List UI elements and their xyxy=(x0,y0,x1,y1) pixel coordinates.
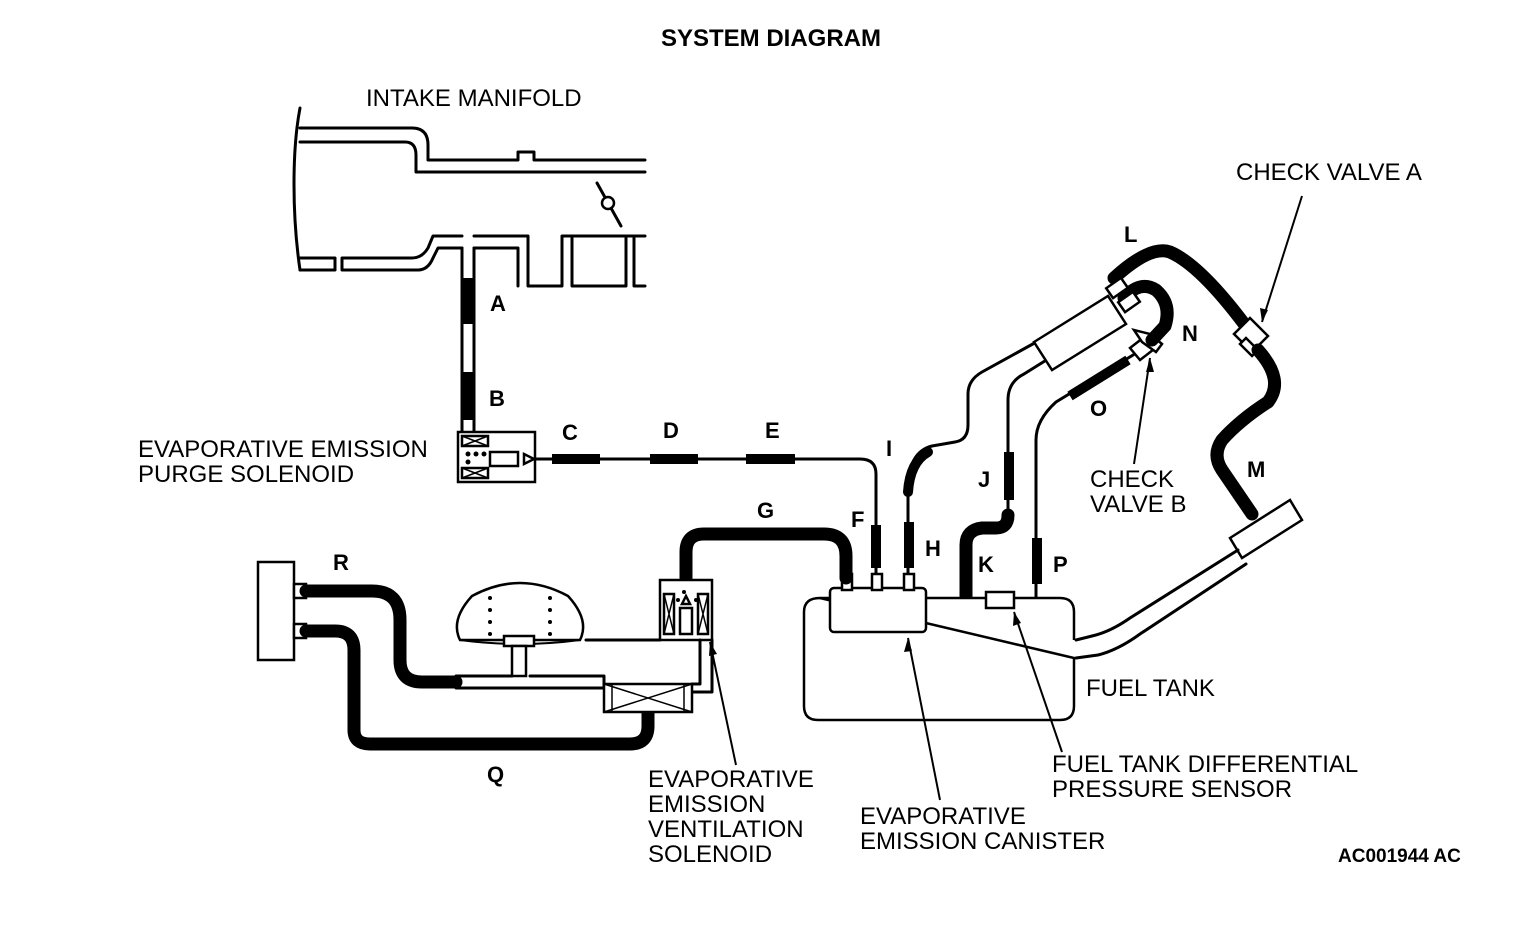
hose-label-a: A xyxy=(490,291,506,316)
fuel-tank-label: FUEL TANK xyxy=(1086,675,1215,702)
hose-label-e: E xyxy=(765,418,780,443)
hose-label-m: M xyxy=(1247,457,1265,482)
hose-label-c: C xyxy=(562,420,578,445)
hose-label-o: O xyxy=(1090,396,1107,421)
vent-solenoid-label-3: VENTILATION xyxy=(648,816,804,843)
hose-label-k: K xyxy=(978,552,994,577)
vent-solenoid-label-4: SOLENOID xyxy=(648,841,772,868)
vent-line-assembly: R Q xyxy=(256,550,714,787)
hose-o xyxy=(1067,355,1131,401)
differential-pressure-sensor xyxy=(984,590,1016,610)
hose-k xyxy=(959,508,1015,605)
hose-i xyxy=(903,447,933,497)
vent-solenoid-label-1: EVAPORATIVE xyxy=(648,766,814,793)
hose-label-g: G xyxy=(757,498,774,523)
hose-c-d-e-f-line: C D E F xyxy=(533,418,881,577)
diff-sensor-label-1: FUEL TANK DIFFERENTIAL xyxy=(1052,751,1358,778)
hose-label-j: J xyxy=(978,467,990,492)
hose-label-b: B xyxy=(489,386,505,411)
hose-h-i-line: H I xyxy=(886,338,1042,577)
check-valve-labels: CHECK VALVE A CHECK VALVE B xyxy=(1090,159,1422,518)
vent-solenoid-label-2: EMISSION xyxy=(648,791,765,818)
hose-label-i: I xyxy=(886,436,892,461)
hose-a-b-line: A B xyxy=(460,246,506,434)
hose-g-line: G xyxy=(679,498,853,585)
intake-manifold: INTAKE MANIFOLD xyxy=(292,85,647,288)
hose-label-l: L xyxy=(1124,222,1137,247)
hose-l xyxy=(1107,244,1252,332)
hose-n xyxy=(1117,279,1174,347)
hose-label-r: R xyxy=(333,550,349,575)
canister-label-2: EMISSION CANISTER xyxy=(860,828,1105,855)
check-valve-b-label-2: VALVE B xyxy=(1090,491,1187,518)
evaporative-emission-canister: EVAPORATIVE EMISSION CANISTER xyxy=(828,572,1105,855)
purge-solenoid-label-1: EVAPORATIVE EMISSION xyxy=(138,436,428,463)
hose-q xyxy=(299,624,655,751)
hose-j-k-line: J K xyxy=(959,352,1058,605)
hose-label-n: N xyxy=(1182,321,1198,346)
hose-label-f: F xyxy=(851,507,864,532)
hose-m xyxy=(1210,343,1282,521)
diff-sensor-label-2: PRESSURE SENSOR xyxy=(1052,776,1292,803)
intake-manifold-label: INTAKE MANIFOLD xyxy=(366,85,582,112)
differential-sensor-label-group: FUEL TANK DIFFERENTIAL PRESSURE SENSOR xyxy=(1013,611,1358,803)
hose-o-p-line: O P xyxy=(1032,350,1140,600)
hose-g xyxy=(679,527,853,585)
diagram-title: SYSTEM DIAGRAM xyxy=(661,25,881,52)
check-valve-a-label: CHECK VALVE A xyxy=(1236,159,1422,186)
upper-hose-assembly: L N M xyxy=(1032,222,1304,660)
hose-label-q: Q xyxy=(487,762,504,787)
purge-solenoid-label-2: PURGE SOLENOID xyxy=(138,461,354,488)
ventilation-solenoid: EVAPORATIVE EMISSION VENTILATION SOLENOI… xyxy=(648,578,814,868)
hose-label-d: D xyxy=(663,418,679,443)
hose-r xyxy=(299,584,463,689)
figure-code: AC001944 AC xyxy=(1338,846,1461,867)
hose-label-h: H xyxy=(925,536,941,561)
purge-solenoid: EVAPORATIVE EMISSION PURGE SOLENOID xyxy=(138,430,537,488)
canister-label-1: EVAPORATIVE xyxy=(860,803,1026,830)
hose-label-p: P xyxy=(1053,552,1068,577)
check-valve-b-label-1: CHECK xyxy=(1090,466,1174,493)
